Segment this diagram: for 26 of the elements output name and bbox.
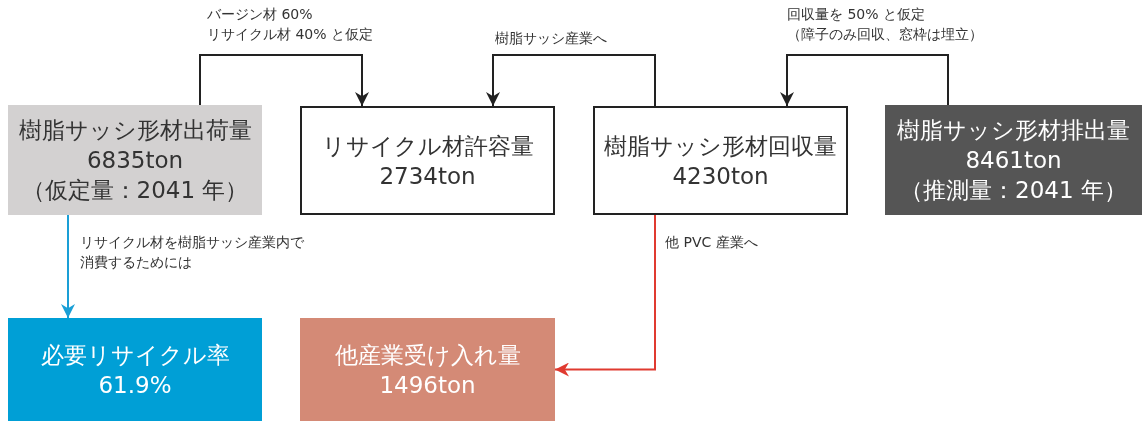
arrow (780, 54, 949, 107)
quantity-box (885, 105, 1142, 215)
node-value: 8461ton (965, 146, 1062, 175)
node-title: 樹脂サッシ形材排出量 (897, 116, 1130, 145)
node-value: 2734ton (379, 161, 476, 191)
node-value: 4230ton (672, 161, 769, 191)
arrow (486, 54, 656, 107)
quantity-box (593, 106, 848, 215)
arrow (554, 214, 656, 377)
arrow (61, 214, 75, 319)
node-value: 1496ton (379, 370, 476, 400)
node-title: 必要リサイクル率 (40, 340, 230, 370)
node-note: （推測量：2041 年） (900, 176, 1127, 205)
node-value: 6835ton (86, 146, 184, 175)
node-note: （仮定量：2041 年） (21, 176, 249, 205)
node-title: 樹脂サッシ形材出荷量 (18, 116, 252, 145)
node-title: 他産業受け入れ量 (334, 340, 521, 370)
node-title: リサイクル材許容量 (321, 131, 534, 161)
edge-label: リサイクル材を樹脂サッシ産業内で消費するためには (80, 232, 304, 272)
quantity-box (300, 318, 555, 421)
node-title: 樹脂サッシ形材回収量 (604, 131, 837, 161)
quantity-box (8, 318, 262, 421)
node-value: 61.9% (98, 370, 172, 400)
arrow (199, 54, 369, 107)
quantity-box (300, 106, 555, 215)
quantity-box (8, 105, 262, 215)
